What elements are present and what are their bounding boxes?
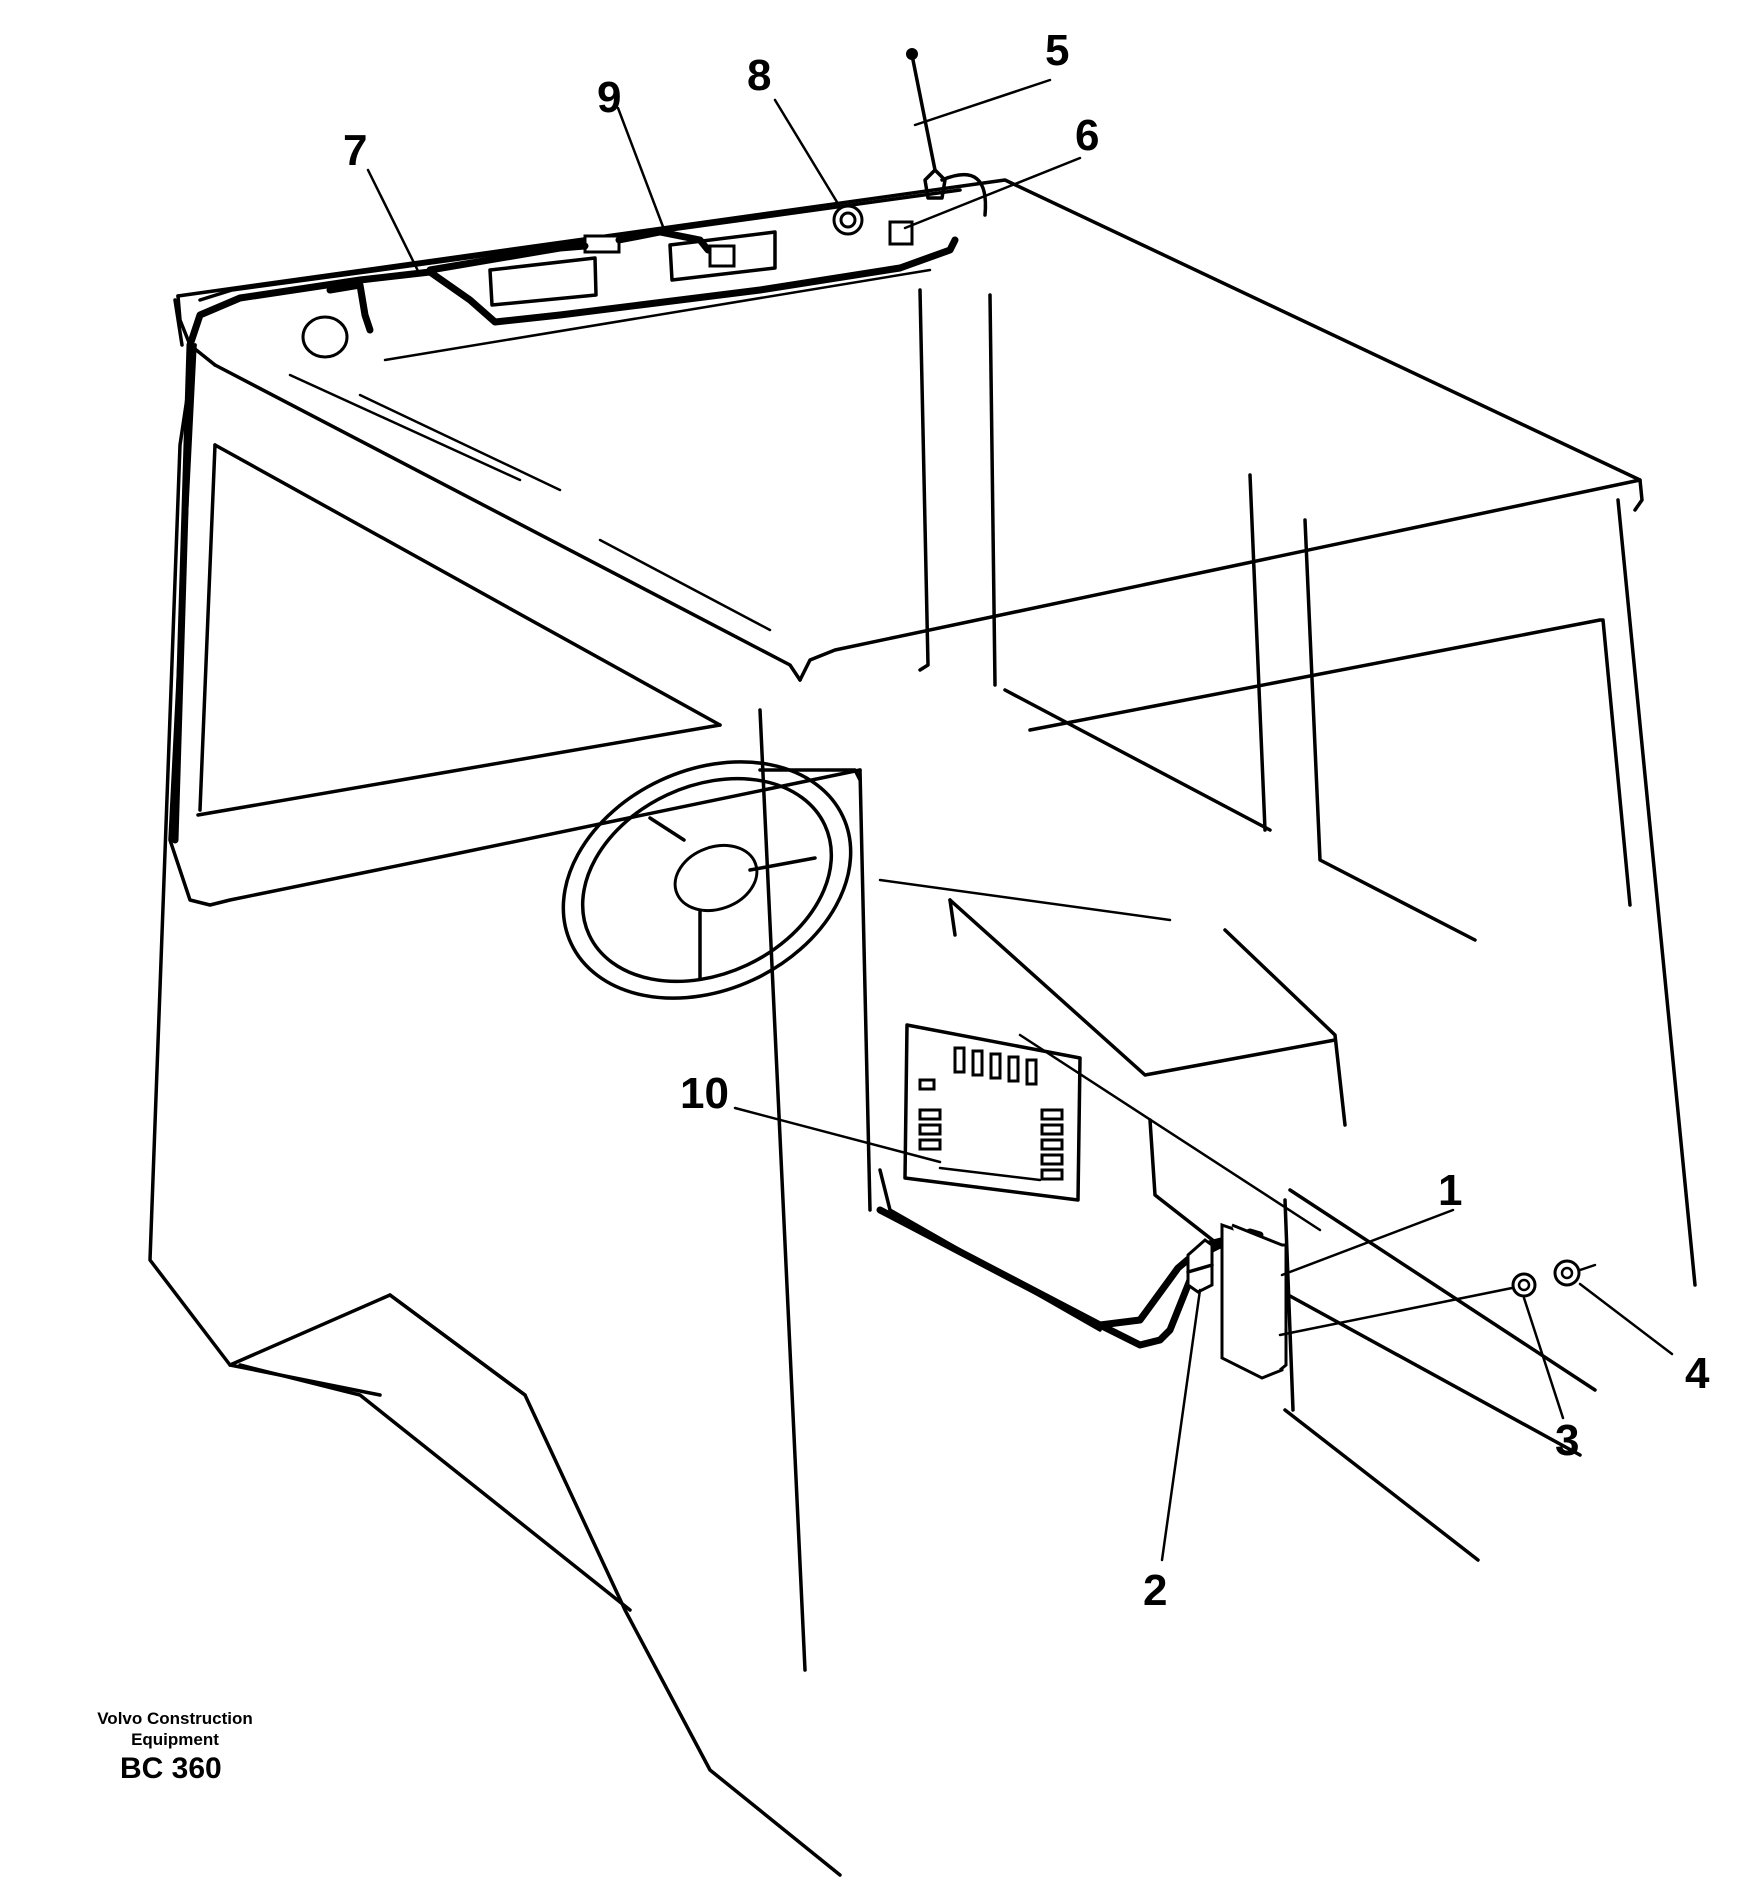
callout-8: 8 [747,51,771,100]
nut [1553,1259,1597,1287]
callout-7: 7 [343,126,367,175]
fuse-box [903,1023,1082,1202]
dashboard [758,768,1597,1562]
connector-block [708,244,736,268]
callout-5: 5 [1045,26,1069,75]
brand-line-1: Volvo Construction [97,1709,253,1728]
callout-2: 2 [1143,1566,1167,1615]
diagram-code: BC 360 [120,1752,222,1785]
leader-lines [366,78,1674,1562]
roof-panel-components [173,48,988,359]
callout-9: 9 [597,73,621,122]
callout-3: 3 [1555,1416,1579,1465]
callout-6: 6 [1075,111,1099,160]
cable-harness [171,228,1264,1349]
brand-label: Volvo Construction Equipment [80,1708,270,1750]
callout-10: 10 [680,1069,729,1118]
steering-wheel [561,760,853,1000]
cab-roof [176,178,1644,682]
screw [1511,1272,1537,1298]
callout-1: 1 [1438,1166,1462,1215]
brand-line-2: Equipment [131,1730,219,1749]
speaker [301,315,349,359]
callout-4: 4 [1685,1349,1710,1398]
callout-labels: 1 2 3 4 5 6 7 8 9 10 [343,26,1710,1615]
control-unit [1220,1222,1288,1380]
connector [1186,1238,1214,1294]
